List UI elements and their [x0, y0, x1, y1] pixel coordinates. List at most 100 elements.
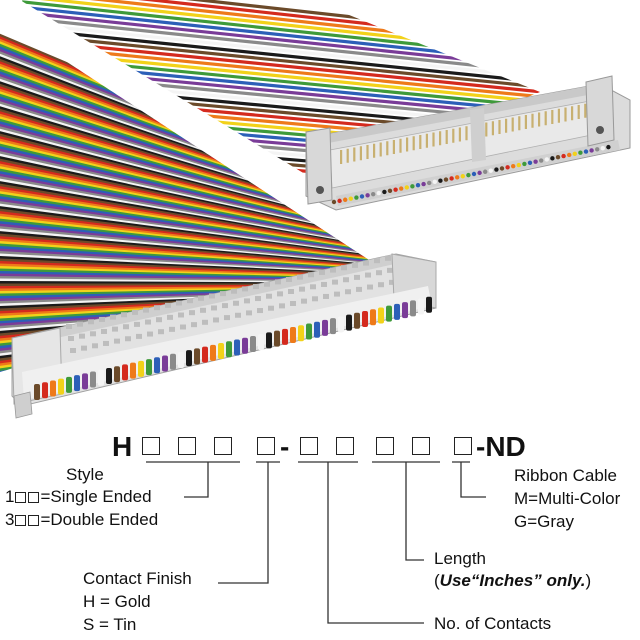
style-leader — [184, 462, 209, 498]
pin — [584, 103, 587, 118]
pin — [505, 118, 508, 133]
wire-end — [146, 359, 152, 376]
socket-hole — [70, 348, 76, 353]
socket-hole — [376, 270, 382, 276]
wire-end — [499, 166, 505, 171]
wire-end — [226, 341, 232, 358]
pin — [577, 105, 580, 119]
socket-hole — [242, 286, 248, 292]
pin — [373, 143, 376, 158]
wire — [0, 217, 372, 274]
style-option-double-text: =Double Ended — [40, 510, 159, 529]
wire — [0, 203, 372, 271]
wire-end — [426, 296, 432, 313]
wire — [0, 168, 372, 264]
wire — [0, 159, 372, 262]
socket-hole — [143, 307, 149, 313]
wire-end — [505, 165, 510, 170]
wire — [0, 124, 372, 255]
socket-hole — [178, 312, 184, 318]
wire — [0, 206, 372, 272]
wire-end — [483, 169, 488, 174]
wire-end — [98, 369, 104, 386]
leader-lines — [146, 461, 486, 624]
ribbon-cable-photo — [0, 0, 631, 419]
wire-end — [583, 149, 589, 154]
socket-hole — [297, 274, 303, 280]
length-box-2 — [412, 437, 430, 455]
pin — [412, 136, 415, 151]
socket-hole — [180, 324, 186, 330]
wire — [0, 126, 372, 256]
wire-end — [494, 167, 499, 172]
part-number-dash: - — [280, 431, 290, 462]
pin — [406, 137, 409, 152]
wire-end — [516, 162, 521, 168]
wire — [0, 245, 372, 279]
pin — [392, 140, 395, 154]
socket-hole — [321, 281, 327, 287]
pin — [538, 112, 541, 127]
socket-hole — [68, 336, 74, 341]
socket-hole — [365, 272, 371, 278]
socket-hole — [255, 296, 261, 302]
wire-end — [378, 307, 384, 324]
socket-hole — [308, 272, 314, 278]
wire — [0, 58, 372, 242]
wire-end — [578, 150, 583, 155]
wire-end — [354, 312, 360, 329]
pin — [498, 120, 501, 134]
length-note-only: only. — [546, 571, 586, 590]
wire-end — [606, 144, 611, 150]
wire — [0, 220, 372, 274]
wire — [0, 170, 372, 264]
wire — [0, 239, 372, 278]
wire-end — [365, 193, 370, 198]
socket-hole — [167, 314, 173, 320]
pin — [353, 147, 356, 162]
wire-end — [572, 151, 577, 157]
wire — [0, 173, 372, 265]
wire-end — [488, 168, 493, 173]
wire — [0, 256, 372, 281]
wire — [0, 190, 372, 268]
wire — [0, 77, 372, 246]
wire — [0, 96, 372, 250]
socket-hole — [101, 328, 107, 334]
wire-end — [427, 180, 432, 186]
length-title: Length — [434, 549, 486, 568]
contacts-title: No. of Contacts — [434, 614, 552, 633]
length-note: (Use“Inches” only.) — [434, 570, 591, 592]
socket-hole — [222, 303, 228, 309]
contact-finish-tin: S = Tin — [83, 615, 137, 634]
ribbon-leader — [460, 462, 486, 498]
socket-hole — [213, 317, 219, 323]
wire-end — [337, 198, 342, 204]
wire — [26, 43, 540, 101]
wire — [0, 66, 372, 243]
socket-hole — [88, 319, 94, 325]
socket-hole — [231, 288, 237, 294]
socket-hole — [279, 303, 285, 309]
wire — [0, 264, 372, 283]
wire — [0, 146, 372, 259]
wire-end — [561, 153, 566, 159]
socket-hole — [79, 333, 85, 339]
socket-hole — [134, 321, 140, 327]
ribbon-cable-title: Ribbon Cable — [514, 466, 618, 485]
wire — [24, 27, 540, 87]
pin — [544, 111, 547, 126]
socket-hole — [156, 317, 162, 323]
socket-hole — [200, 307, 206, 313]
socket-hole — [92, 343, 98, 349]
wire-end — [362, 311, 368, 328]
socket-hole — [363, 260, 369, 266]
wire — [0, 99, 372, 250]
wire — [25, 38, 540, 96]
wire-end — [443, 177, 449, 182]
socket-hole — [334, 291, 340, 297]
socket-hole — [257, 308, 263, 314]
socket-hole — [356, 286, 362, 292]
contact-finish-leader — [218, 461, 280, 584]
wire — [0, 225, 372, 275]
